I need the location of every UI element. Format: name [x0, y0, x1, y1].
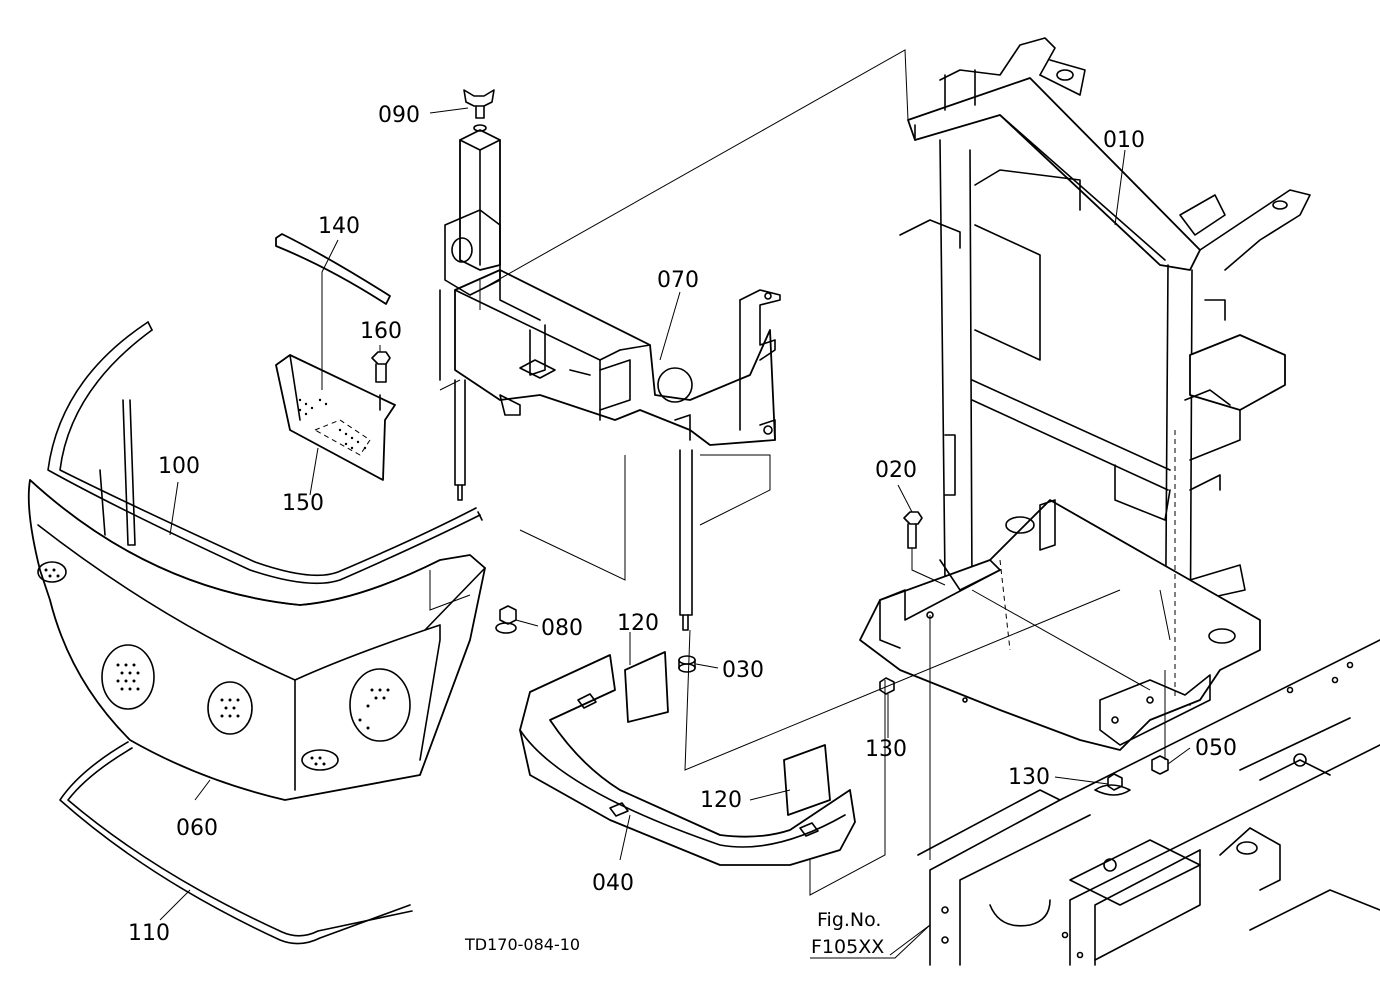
part-label-090: 090 [378, 103, 420, 128]
nut-130-right [1107, 773, 1123, 791]
lower-panel-040 [519, 654, 856, 866]
part-label-100: 100 [158, 454, 200, 479]
grommet-030 [678, 655, 696, 673]
part-label-150: 150 [282, 491, 324, 516]
part-label-070: 070 [657, 268, 699, 293]
part-label-120-lower: 120 [700, 788, 742, 813]
hood-060-perforations [44, 568, 390, 766]
fig-reference-line2: F105XX [811, 936, 884, 958]
part-label-130-left: 130 [865, 737, 907, 762]
seal-110 [59, 741, 413, 945]
trim-100 [47, 321, 483, 585]
fig-reference: Fig.No. F105XX [810, 909, 931, 959]
part-label-130-right: 130 [1008, 765, 1050, 790]
nut-130-left [879, 677, 895, 695]
part-label-140: 140 [318, 214, 360, 239]
part-label-110: 110 [128, 921, 170, 946]
part-label-080: 080 [541, 616, 583, 641]
part-label-060: 060 [176, 816, 218, 841]
assembly-lines [429, 49, 1176, 896]
grille-150 [275, 354, 396, 481]
bolt-020 [903, 511, 923, 549]
part-labels: 090 010 140 070 160 100 020 150 120 080 … [128, 103, 1237, 946]
pad-120-upper [624, 651, 669, 723]
strip-140 [275, 233, 391, 305]
part-label-050: 050 [1195, 736, 1237, 761]
part-label-040: 040 [592, 871, 634, 896]
pad-120-lower [783, 744, 831, 816]
fig-reference-line1: Fig.No. [817, 909, 881, 931]
bolt-160 [371, 351, 391, 411]
chassis-frame [917, 639, 1380, 966]
wing-bolt-090 [463, 89, 495, 132]
grille-150-mesh [298, 398, 367, 450]
leader-lines [159, 107, 1191, 956]
bolt-050 [1151, 755, 1169, 775]
bracket-070 [439, 129, 781, 631]
hood-060 [27, 479, 486, 801]
part-label-160: 160 [360, 319, 402, 344]
drawing-number: TD170-084-10 [464, 935, 580, 954]
part-label-020: 020 [875, 458, 917, 483]
bolt-080 [495, 605, 517, 634]
main-frame-010 [859, 37, 1311, 751]
part-label-120-upper: 120 [617, 611, 659, 636]
part-label-030: 030 [722, 658, 764, 683]
part-label-010: 010 [1103, 128, 1145, 153]
